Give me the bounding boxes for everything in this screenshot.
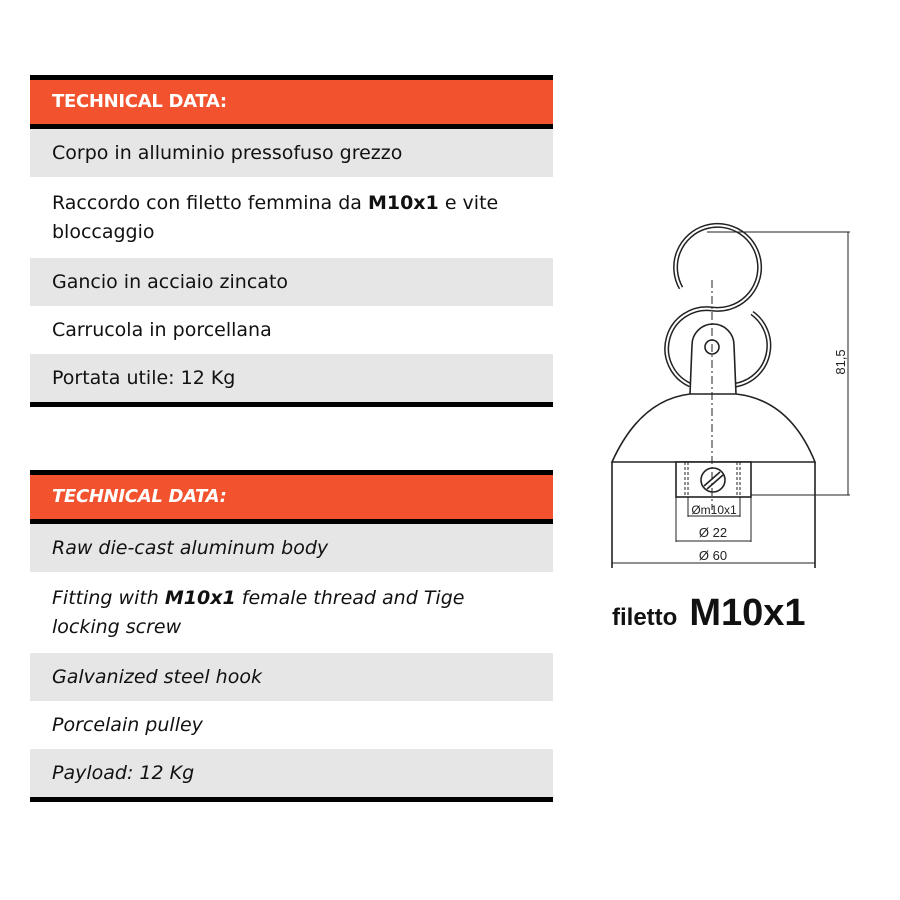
table-row: Payload: 12 Kg — [30, 749, 553, 797]
table-row: Raw die-cast aluminum body — [30, 524, 553, 572]
divider — [30, 470, 553, 475]
outer-diameter-dimension: Ø 60 — [699, 548, 727, 563]
table-row: Portata utile: 12 Kg — [30, 354, 553, 402]
thread-dimension: Øm10x1 — [691, 503, 737, 517]
technical-data-table-italian: TECHNICAL DATA: Corpo in alluminio press… — [30, 75, 553, 407]
divider — [30, 402, 553, 407]
pulley-lug — [689, 323, 737, 395]
table-row: Carrucola in porcellana — [52, 318, 272, 341]
technical-data-table-english: TECHNICAL DATA: Raw die-cast aluminum bo… — [30, 470, 553, 802]
divider — [30, 797, 553, 802]
height-dimension: 81,5 — [833, 349, 848, 374]
table-row: Corpo in alluminio pressofuso grezzo — [30, 129, 553, 177]
table-header: TECHNICAL DATA: — [30, 80, 553, 124]
inner-diameter-dimension: Ø 22 — [699, 525, 727, 540]
locking-screw — [700, 467, 726, 493]
body-dome — [610, 393, 817, 463]
hook-upper-inner — [674, 224, 761, 311]
table-row: Porcelain pulley — [52, 713, 203, 736]
table-row: Gancio in acciaio zincato — [30, 258, 553, 306]
table-row: Galvanized steel hook — [30, 653, 553, 701]
divider — [30, 75, 553, 80]
divider — [30, 124, 553, 129]
table-row: Fitting with M10x1 female thread and Tig… — [52, 586, 465, 638]
table-header: TECHNICAL DATA: — [30, 475, 553, 519]
divider — [30, 519, 553, 524]
table-row: Raccordo con filetto femmina da M10x1 e … — [52, 191, 499, 243]
